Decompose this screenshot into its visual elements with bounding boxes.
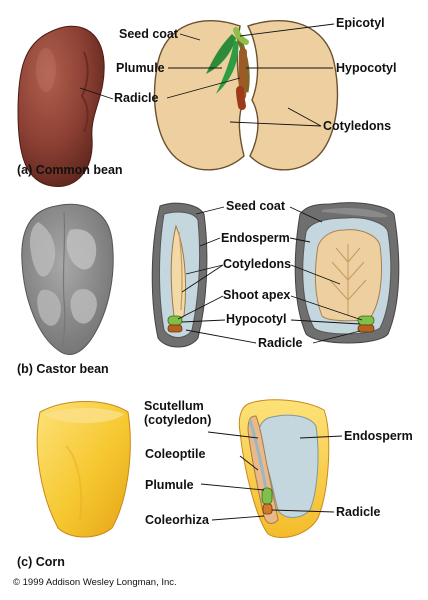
label-radicle-a: Radicle	[114, 91, 159, 105]
corn-leader-lines	[200, 431, 343, 521]
caption-corn: (c) Corn	[17, 555, 65, 569]
label-hypocotyl-b: Hypocotyl	[226, 312, 287, 326]
label-scutellum-sub-c: (cotyledon)	[144, 413, 212, 427]
label-coleoptile-c: Coleoptile	[145, 447, 206, 461]
copyright-notice: © 1999 Addison Wesley Longman, Inc.	[13, 577, 177, 588]
common-bean-section	[153, 19, 339, 171]
label-radicle-c: Radicle	[336, 505, 381, 519]
castor-bean-side-section	[151, 202, 208, 348]
label-cotyledons-b: Cotyledons	[223, 257, 292, 271]
label-shoot-apex-b: Shoot apex	[223, 288, 291, 302]
caption-castor-bean: (b) Castor bean	[17, 362, 109, 376]
label-radicle-b: Radicle	[258, 336, 303, 350]
label-seed-coat-a: Seed coat	[119, 27, 179, 41]
corn-kernel-exterior	[36, 401, 131, 538]
label-epicotyl-a: Epicotyl	[336, 16, 385, 30]
label-plumule-a: Plumule	[116, 61, 165, 75]
label-seed-coat-b: Seed coat	[226, 199, 286, 213]
label-endosperm-b: Endosperm	[221, 231, 290, 245]
label-coleorhiza-c: Coleorhiza	[145, 513, 209, 527]
common-bean-leader-lines	[79, 23, 335, 127]
common-bean-exterior	[17, 25, 105, 187]
label-plumule-c: Plumule	[145, 478, 194, 492]
castor-bean-exterior	[21, 203, 114, 355]
castor-bean-front-section	[294, 202, 400, 344]
label-scutellum-c: Scutellum	[144, 399, 204, 413]
label-endosperm-c: Endosperm	[344, 429, 413, 443]
castor-bean-leader-lines	[177, 206, 363, 344]
caption-common-bean: (a) Common bean	[17, 163, 123, 177]
label-cotyledons-a: Cotyledons	[323, 119, 392, 133]
label-hypocotyl-a: Hypocotyl	[336, 61, 397, 75]
corn-kernel-section	[238, 399, 330, 538]
